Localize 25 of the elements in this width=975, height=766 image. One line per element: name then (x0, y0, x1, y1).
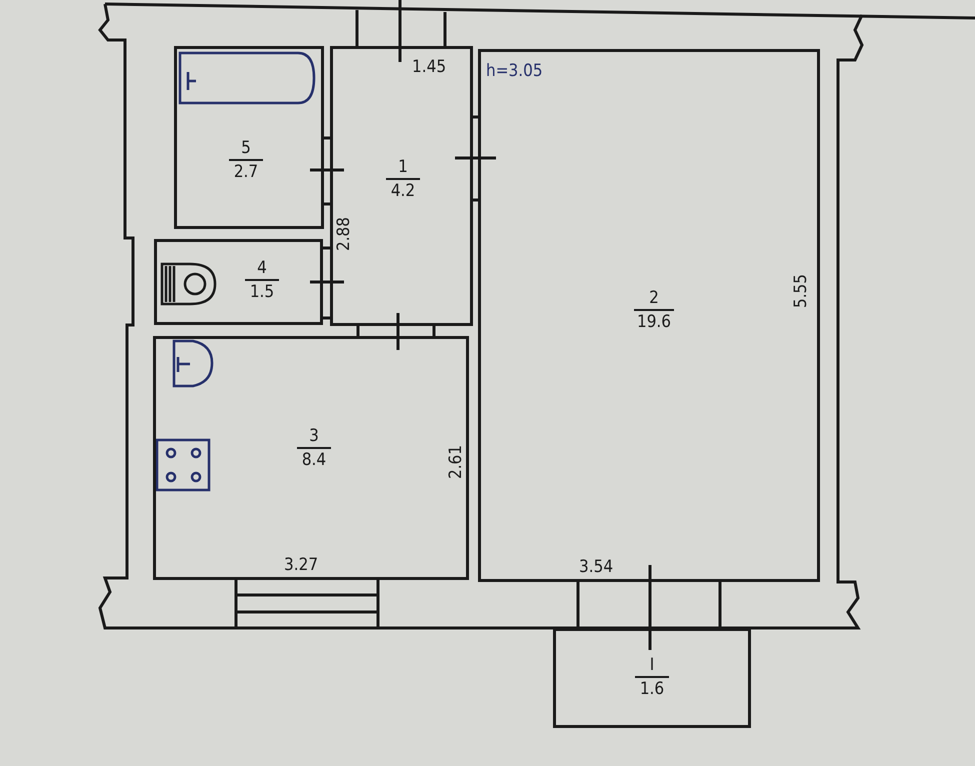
room-number: 3 (309, 426, 319, 446)
room-number: 4 (257, 258, 267, 278)
bathroom-room (174, 46, 324, 229)
dimension-label: h=3.05 (486, 62, 543, 80)
living-room (478, 49, 820, 582)
room-number: 1 (398, 157, 408, 177)
room-number: 5 (241, 138, 251, 158)
balcony (553, 628, 751, 728)
dimension-label: 3.54 (579, 558, 614, 576)
room-area: 4.2 (390, 181, 416, 201)
room-area: 8.4 (302, 450, 326, 470)
hallway-room (330, 46, 473, 326)
dimension-label: 5.55 (792, 274, 810, 308)
kitchen-room (153, 336, 469, 580)
room-number: 2 (649, 288, 659, 308)
dimension-label: 1.45 (412, 58, 446, 76)
room-area: 1.5 (250, 282, 274, 302)
dimension-label: 2.61 (447, 444, 466, 480)
toilet-room (154, 239, 323, 325)
dimension-label: 2.88 (335, 216, 354, 252)
room-area: 2.7 (234, 162, 258, 182)
room-area: 19.6 (636, 312, 672, 332)
room-area: 1.6 (640, 679, 664, 699)
dimension-label: 3.27 (284, 556, 318, 574)
room-number: I (650, 655, 654, 675)
